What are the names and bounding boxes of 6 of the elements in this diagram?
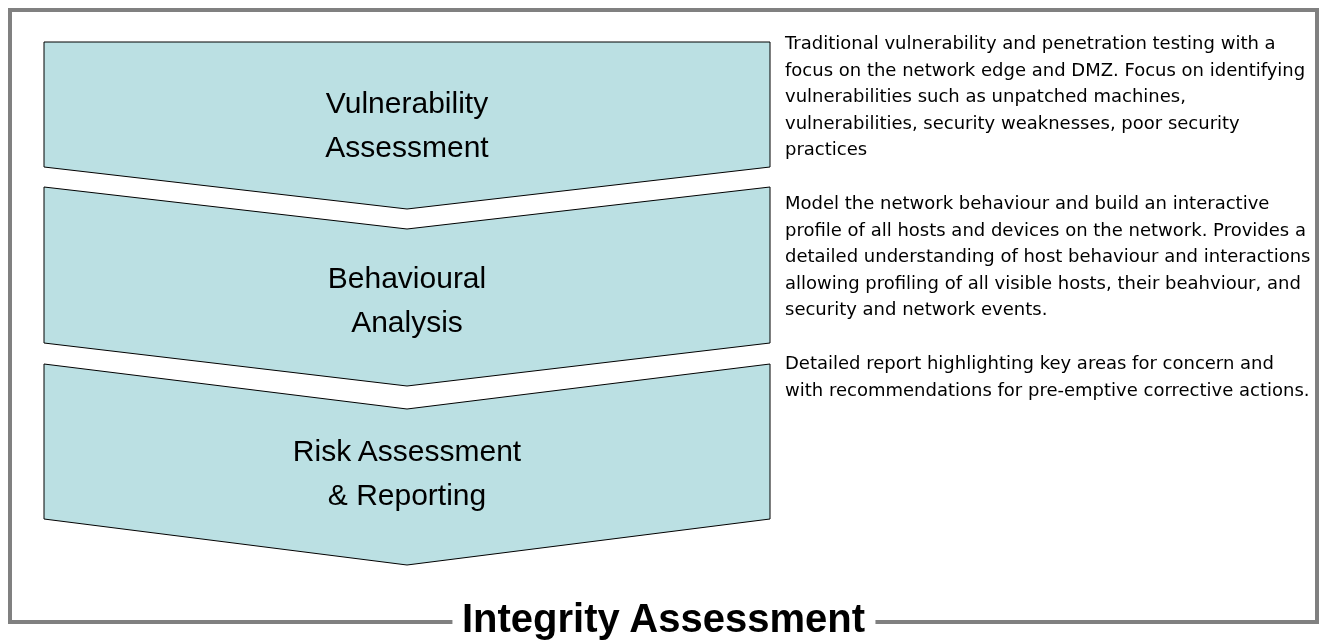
chevron-label: Vulnerability Assessment <box>324 85 490 165</box>
description-text: Detailed report highlighting key areas for concern and with recommendations for pre-emptive corrective actions. <box>785 351 1311 402</box>
chevron-label: Risk Assessment & Reporting <box>291 433 523 513</box>
chevron-label: Behavioural Analysis <box>326 260 488 340</box>
description-text: Model the network behaviour and build an interactive profile of all hosts and devices on the network. Provides a detailed understanding of host behaviour and interactions allowing profiling of all visible hosts, their beahviour, and security and network events. <box>785 191 1312 321</box>
description-text: Traditional vulnerability and penetration testing with a focus on the network edge and DMZ. Focus on identifying vulnerabilities such as unpatched machines, vulnerabilities, security weaknesses, poor security practices <box>785 31 1307 161</box>
